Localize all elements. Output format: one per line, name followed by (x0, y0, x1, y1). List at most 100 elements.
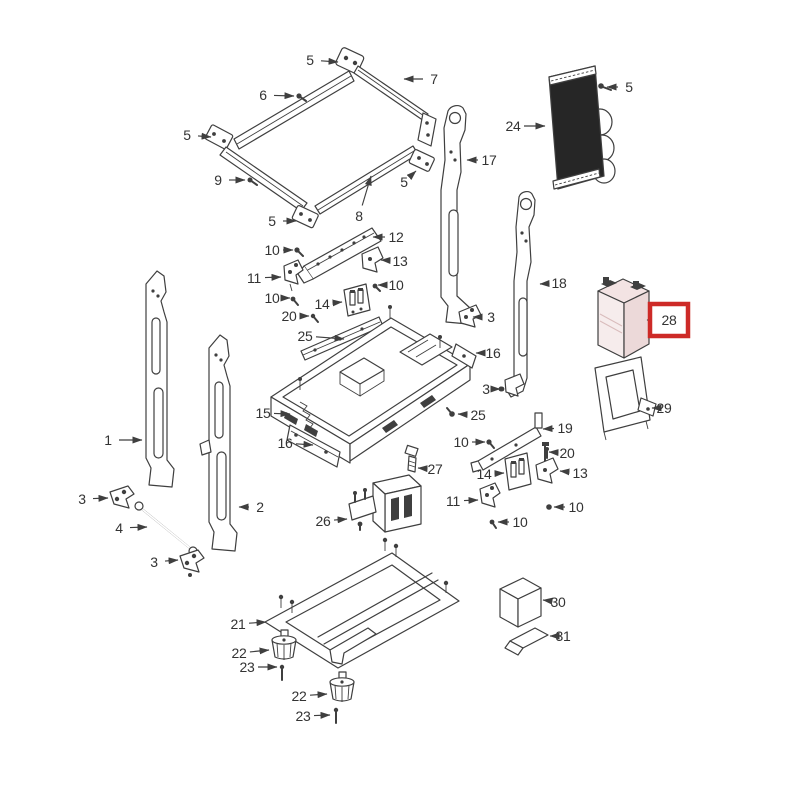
bracket-19 (477, 426, 542, 471)
part-number-20: 20 (282, 308, 297, 324)
part-number-23: 23 (240, 659, 255, 675)
support-arm-17 (440, 105, 482, 328)
radiator-24 (548, 65, 616, 190)
part-number-5: 5 (625, 79, 633, 95)
part-number-23: 23 (296, 708, 311, 724)
part-number-10: 10 (454, 434, 469, 450)
callout-28-highlighted: 28 (646, 301, 691, 339)
callout-leader-line (559, 468, 570, 476)
battery-28 (597, 277, 650, 359)
callout-21: 21 (231, 616, 267, 632)
callout-3: 3 (78, 491, 109, 507)
callout-5: 5 (268, 213, 297, 229)
callout-20: 20 (548, 445, 575, 461)
callout-leader-line (333, 516, 348, 524)
part-number-9: 9 (214, 172, 222, 188)
callout-leader-line (315, 334, 345, 342)
callout-leader-line (463, 496, 479, 504)
callout-leader-line (309, 691, 328, 699)
rubber-foot-22b (329, 671, 355, 702)
part-number-29: 29 (657, 400, 672, 416)
callout-11: 11 (247, 270, 282, 286)
callout-leader-line (406, 170, 417, 181)
bolt-27 (404, 444, 419, 473)
part-number-31: 31 (556, 628, 571, 644)
part-number-27: 27 (428, 461, 443, 477)
part-number-14: 14 (315, 296, 330, 312)
callout-31: 31 (549, 628, 571, 644)
bracket-13-lower (535, 457, 559, 484)
callout-leader-line (332, 299, 343, 307)
callout-18: 18 (539, 275, 567, 291)
highlight-box (647, 301, 691, 339)
part-number-7: 7 (430, 71, 438, 87)
component-box-26 (348, 474, 422, 533)
part-number-10: 10 (265, 290, 280, 306)
callout-2: 2 (238, 499, 265, 515)
callout-10: 10 (265, 290, 291, 306)
part-number-13: 13 (573, 465, 588, 481)
part-number-13: 13 (393, 253, 408, 269)
part-number-2: 2 (256, 499, 264, 515)
leg-bracket-2 (199, 334, 238, 552)
corner-bracket-3-bottom (179, 549, 205, 573)
callout-10: 10 (497, 514, 528, 530)
callout-26: 26 (316, 513, 348, 529)
bracket-11-lower (479, 482, 501, 508)
callout-15: 15 (256, 405, 291, 421)
callout-16: 16 (278, 435, 314, 451)
callout-30: 30 (542, 594, 566, 610)
main-tray-15 (270, 305, 504, 468)
part-number-28: 28 (662, 312, 677, 328)
callout-5: 5 (400, 170, 417, 190)
callout-12: 12 (372, 229, 404, 245)
callout-5: 5 (183, 127, 212, 143)
cross-rod-4-assembly (109, 485, 205, 577)
callout-leader-line (248, 619, 267, 627)
callout-5: 5 (306, 52, 339, 68)
plate-14 (343, 283, 371, 317)
callout-13: 13 (380, 253, 408, 269)
callout-leader-line (273, 92, 295, 100)
bracket-3-arm18 (504, 373, 525, 397)
part-number-3: 3 (482, 381, 490, 397)
callout-10: 10 (265, 242, 294, 258)
box-30 (499, 577, 542, 628)
part-number-5: 5 (268, 213, 276, 229)
callout-leader-line (457, 411, 468, 419)
callout-6: 6 (259, 87, 295, 103)
callout-3: 3 (482, 381, 501, 397)
callout-25: 25 (298, 328, 345, 344)
part-number-5: 5 (400, 174, 408, 190)
battery-terminal (601, 280, 617, 287)
bracket-13 (361, 246, 384, 273)
callout-17: 17 (466, 152, 497, 168)
part-number-4: 4 (115, 520, 123, 536)
part-number-12: 12 (389, 229, 404, 245)
part-number-10: 10 (513, 514, 528, 530)
callout-leader-line (494, 470, 505, 478)
plate-31 (504, 627, 549, 656)
part-number-1: 1 (104, 432, 112, 448)
callout-leader-line (313, 711, 331, 719)
callout-24: 24 (506, 118, 546, 134)
callout-22: 22 (292, 688, 328, 704)
callout-leader-line (129, 523, 148, 531)
callout-leader-line (542, 597, 553, 605)
part-number-11: 11 (247, 270, 261, 286)
part-number-18: 18 (552, 275, 567, 291)
part-number-16: 16 (278, 435, 293, 451)
callout-4: 4 (115, 520, 148, 536)
part-number-20: 20 (560, 445, 575, 461)
part-number-25: 25 (298, 328, 313, 344)
battery-tray-29 (594, 356, 657, 441)
part-number-24: 24 (506, 118, 521, 134)
part-number-15: 15 (256, 405, 271, 421)
callout-leader-line (361, 175, 372, 206)
callout-leader-line (273, 410, 291, 418)
callout-29: 29 (651, 400, 672, 416)
part-number-10: 10 (389, 277, 404, 293)
callout-3: 3 (472, 309, 496, 325)
